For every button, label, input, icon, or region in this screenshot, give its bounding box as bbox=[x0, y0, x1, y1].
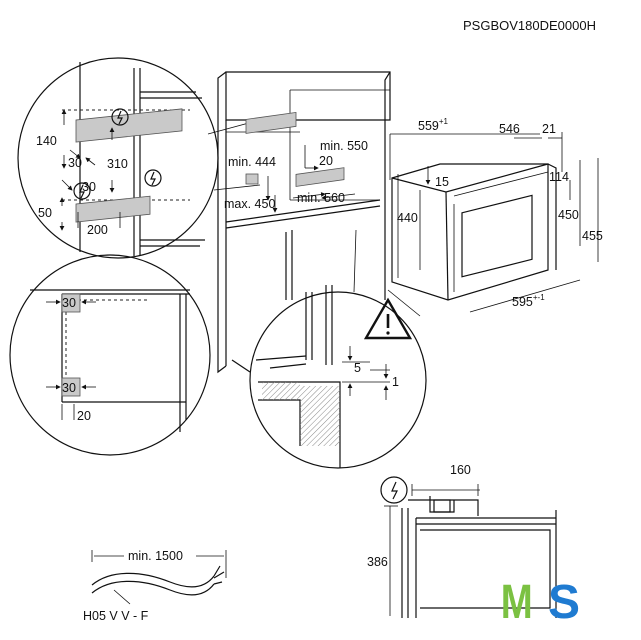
oven-drawing bbox=[389, 132, 599, 313]
dim-200: 200 bbox=[87, 223, 108, 237]
cable-type: H05 V V - F bbox=[83, 609, 149, 623]
detail-circle-bottom-left bbox=[9, 254, 211, 456]
power-socket-icon bbox=[380, 476, 408, 504]
logo-s: S bbox=[548, 576, 580, 629]
dim-30-a: 30 bbox=[68, 156, 82, 170]
dim-160: 160 bbox=[450, 463, 471, 477]
power-socket-icon bbox=[73, 182, 91, 200]
power-socket-icon bbox=[144, 169, 162, 187]
dim-140: 140 bbox=[36, 134, 57, 148]
dim-455: 455 bbox=[582, 229, 603, 243]
detail-circle-center bbox=[249, 285, 427, 469]
dim-30-top: 30 bbox=[62, 296, 76, 310]
dim-30-bottom: 30 bbox=[62, 381, 76, 395]
dim-450: 450 bbox=[558, 208, 579, 222]
dim-5: 5 bbox=[354, 361, 361, 375]
detail-circle-top-left bbox=[17, 57, 219, 259]
dim-20-bottom: 20 bbox=[77, 409, 91, 423]
cabinet-drawing bbox=[217, 71, 391, 374]
dim-20: 20 bbox=[319, 154, 333, 168]
dim-546: 546 bbox=[499, 122, 520, 136]
dim-559: 559+1 bbox=[418, 117, 449, 133]
side-view-drawing bbox=[380, 476, 557, 618]
dim-max-450: max. 450 bbox=[224, 197, 275, 211]
dim-15: 15 bbox=[435, 175, 449, 189]
dim-386: 386 bbox=[367, 555, 388, 569]
dim-440: 440 bbox=[397, 211, 418, 225]
dim-114: 114 bbox=[549, 170, 569, 184]
dim-min-550: min. 550 bbox=[320, 139, 368, 153]
warning-triangle-icon bbox=[363, 297, 413, 340]
cable-drawing bbox=[91, 550, 227, 605]
brand-logo: M S bbox=[501, 576, 580, 629]
dim-1: 1 bbox=[392, 375, 399, 389]
document-code: PSGBOV180DE0000H bbox=[463, 18, 596, 33]
dim-min-444: min. 444 bbox=[228, 155, 276, 169]
logo-m: M bbox=[501, 576, 533, 629]
dim-50: 50 bbox=[38, 206, 52, 220]
dim-30-b: 30 bbox=[82, 180, 96, 194]
power-socket-icon bbox=[111, 108, 129, 126]
cable-min-length: min. 1500 bbox=[128, 549, 183, 563]
dim-310: 310 bbox=[107, 157, 128, 171]
dim-595: 595+-1 bbox=[512, 293, 545, 309]
dim-min-560: min. 560 bbox=[297, 191, 345, 205]
dim-21: 21 bbox=[542, 122, 556, 136]
